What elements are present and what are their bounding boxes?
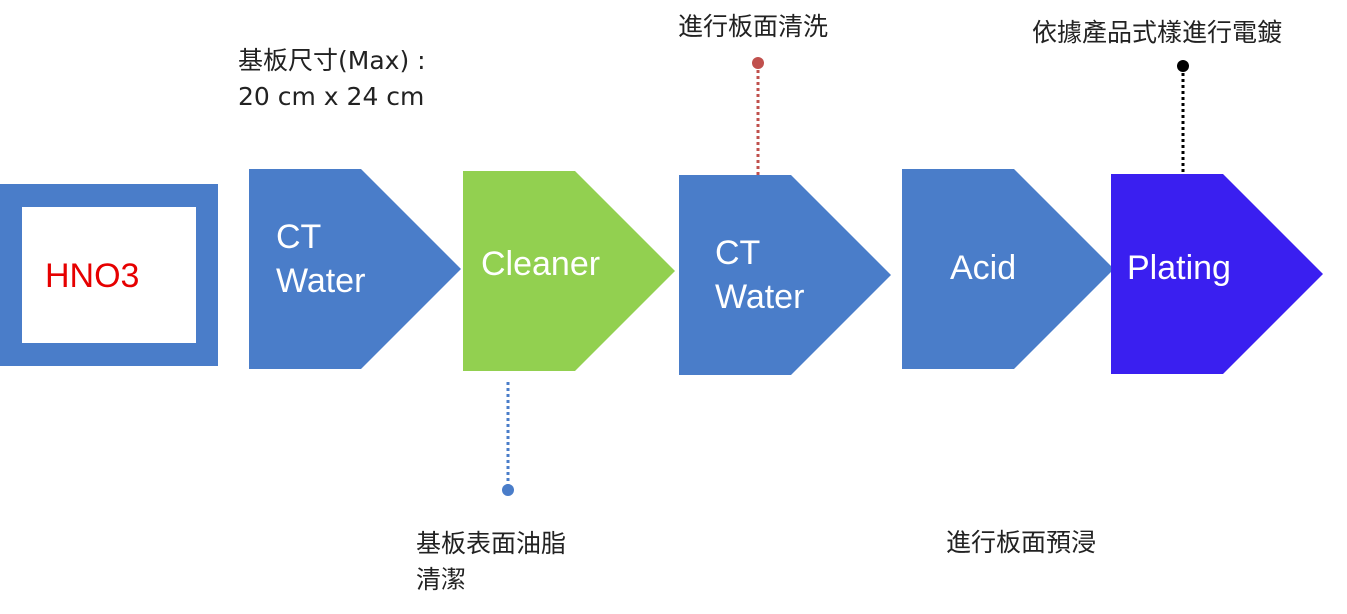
plating-arrow	[1111, 174, 1323, 374]
substrate-size-note-line1: 基板尺寸(Max) :	[238, 46, 426, 75]
degrease-dot	[502, 484, 514, 496]
plating-style-dot	[1177, 60, 1189, 72]
ct-water-2-arrow	[679, 175, 891, 375]
cleaner-label: Cleaner	[481, 245, 601, 283]
plating-label: Plating	[1127, 249, 1231, 287]
ct-water-1-label-line2: Water	[276, 262, 366, 300]
acid-arrow	[902, 169, 1114, 369]
board-cleaning-dot	[752, 57, 764, 69]
ct-water-2-label-line1: CT	[715, 234, 761, 272]
degrease-note-line2: 清潔	[416, 565, 467, 594]
ct-water-2-label-line2: Water	[715, 278, 805, 316]
hno3-box-inner	[22, 207, 196, 343]
ct-water-1-arrow	[249, 169, 461, 369]
ct-water-1-label-line1: CT	[276, 218, 322, 256]
board-cleaning-note: 進行板面清洗	[678, 12, 829, 41]
pre-dip-note: 進行板面預浸	[946, 528, 1097, 557]
acid-label: Acid	[950, 249, 1017, 287]
cleaner-arrow	[463, 171, 675, 371]
plating-by-style-note: 依據產品式樣進行電鍍	[1032, 18, 1283, 47]
substrate-size-note-line2: 20 cm x 24 cm	[238, 82, 425, 111]
degrease-note-line1: 基板表面油脂	[416, 529, 567, 558]
hno3-label: HNO3	[45, 257, 140, 295]
